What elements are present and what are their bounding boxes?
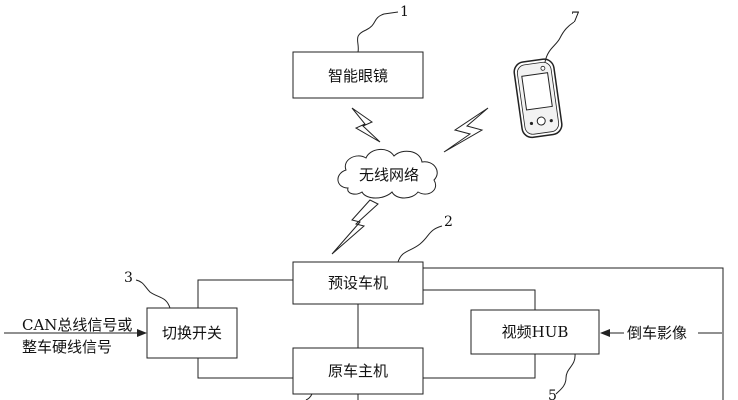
switch-to-original-line (197, 358, 293, 379)
callout-partial (305, 393, 313, 400)
callout-5: 5 (548, 353, 576, 400)
lightning-bolt-icon (331, 199, 379, 255)
callout-7: 7 (544, 10, 580, 63)
callout-3: 3 (124, 270, 171, 309)
preset-head-unit-label: 预设车机 (328, 274, 388, 292)
reverse-camera-label: 倒车影像 (627, 324, 687, 342)
switch-label: 切换开关 (162, 324, 222, 342)
wireless-network-cloud: 无线网络 (337, 149, 438, 199)
preset-to-switch-line (197, 279, 293, 308)
smart-glasses-label: 智能眼镜 (328, 67, 388, 85)
svg-text:3: 3 (124, 270, 133, 286)
svg-text:1: 1 (400, 4, 409, 20)
video-hub-node: 视频HUB (470, 309, 600, 355)
preset-head-unit-node: 预设车机 (292, 261, 424, 305)
original-head-unit-node: 原车主机 (292, 347, 424, 395)
can-signal-label-line1: CAN总线信号或 (22, 316, 132, 334)
svg-text:5: 5 (548, 388, 557, 400)
switch-node: 切换开关 (146, 307, 238, 359)
video-hub-label: 视频HUB (502, 323, 569, 341)
reverse-camera-label-bg (624, 322, 698, 342)
original-to-hub-line (423, 354, 536, 379)
lightning-bolt-icon (351, 107, 381, 143)
preset-to-hub-outer-line (423, 267, 724, 400)
callout-2: 2 (397, 214, 453, 263)
preset-to-hub-line (423, 289, 536, 310)
can-signal-label-line2: 整车硬线信号 (22, 338, 112, 356)
smart-glasses-node: 智能眼镜 (292, 51, 424, 99)
wireless-network-label: 无线网络 (359, 166, 419, 184)
cloud-icon (337, 149, 438, 199)
mobile-phone-icon (513, 58, 563, 139)
lightning-bolt-icon (443, 107, 489, 153)
svg-text:7: 7 (571, 10, 580, 26)
original-head-unit-label: 原车主机 (328, 362, 388, 380)
callout-1: 1 (357, 4, 409, 53)
svg-text:2: 2 (444, 214, 453, 230)
